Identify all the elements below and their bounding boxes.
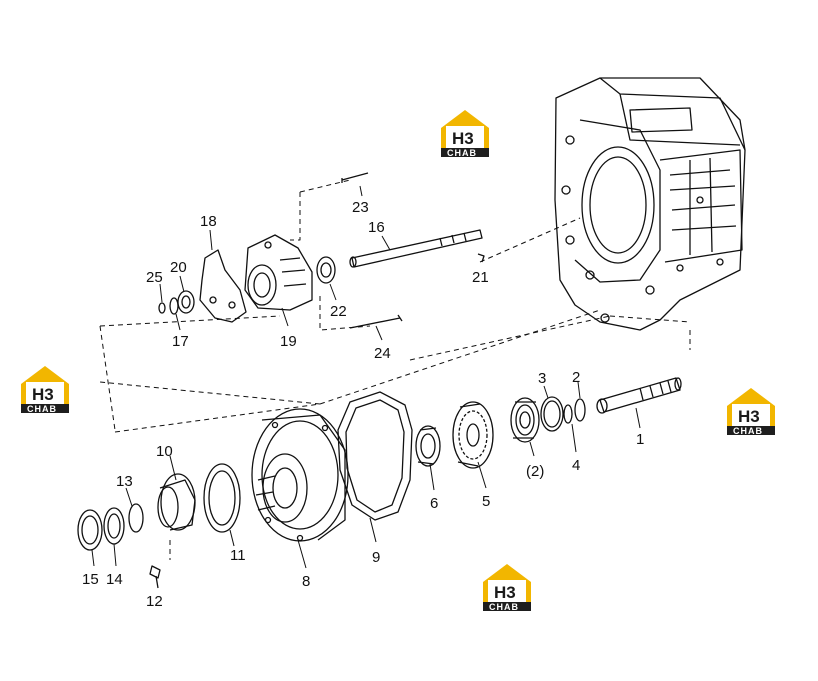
label-23: 23	[352, 199, 369, 216]
label-24: 24	[374, 345, 391, 362]
part-6-bearing	[415, 425, 441, 467]
label-12: 12	[146, 593, 163, 610]
label-2: 2	[572, 369, 580, 386]
svg-text:H3: H3	[32, 385, 54, 404]
label-25: 25	[146, 269, 163, 286]
part-21-pin	[477, 253, 485, 263]
label-18: 18	[200, 213, 217, 230]
part-23-bolt	[341, 172, 369, 183]
part-10-flange	[157, 473, 196, 531]
part-8-cover	[251, 408, 349, 542]
label-19: 19	[280, 333, 297, 350]
label-4: 4	[572, 457, 580, 474]
brand-logo-watermark: H3 CHAB	[18, 362, 72, 414]
part-2b-bearing	[510, 397, 540, 443]
label-17: 17	[172, 333, 189, 350]
svg-text:H3: H3	[738, 407, 760, 426]
label-20: 20	[170, 259, 187, 276]
part-9-gasket	[337, 391, 413, 521]
label-15: 15	[82, 571, 99, 588]
part-5-gear	[452, 401, 494, 469]
label-22: 22	[330, 303, 347, 320]
label-9: 9	[372, 549, 380, 566]
assembly-guide-lines	[99, 179, 691, 560]
part-11-gasket	[203, 463, 241, 533]
part-labels: 1 2 (2) 3 4 5 6 8 9 10 11 12 13 14 15 16…	[82, 199, 644, 610]
part-22-bearing	[316, 256, 336, 284]
part-2-snap-ring	[574, 398, 586, 422]
svg-text:H3: H3	[452, 129, 474, 148]
part-1-shaft	[596, 377, 682, 414]
brand-logo-watermark: H3 CHAB	[480, 560, 534, 612]
part-14-seal	[103, 507, 125, 545]
part-16-shaft	[349, 229, 483, 268]
label-16: 16	[368, 219, 385, 236]
svg-text:CHAB: CHAB	[489, 602, 519, 612]
part-18-plate	[199, 249, 247, 323]
label-6: 6	[430, 495, 438, 512]
label-21: 21	[472, 269, 489, 286]
part-4-snap-ring	[563, 404, 573, 424]
label-14: 14	[106, 571, 123, 588]
svg-text:CHAB: CHAB	[447, 148, 477, 158]
label-11: 11	[230, 547, 246, 564]
part-20-bearing	[177, 290, 195, 314]
svg-text:CHAB: CHAB	[27, 404, 57, 414]
brand-logo-watermark: H3 CHAB	[724, 384, 778, 436]
brand-logo-watermark: H3 CHAB	[438, 106, 492, 158]
part-25-washer	[158, 302, 166, 314]
part-17-ring	[169, 297, 179, 315]
part-13-ring	[128, 503, 144, 533]
label-10: 10	[156, 443, 173, 460]
label-3: 3	[538, 370, 546, 387]
label-13: 13	[116, 473, 133, 490]
label-2b: (2)	[526, 463, 544, 480]
transmission-housing	[554, 77, 746, 331]
label-1: 1	[636, 431, 644, 448]
label-5: 5	[482, 493, 490, 510]
svg-text:H3: H3	[494, 583, 516, 602]
leader-lines	[91, 185, 641, 569]
label-8: 8	[302, 573, 310, 590]
part-24-bolt	[349, 314, 403, 329]
part-19-housing	[244, 234, 313, 311]
part-15-seal	[77, 509, 103, 551]
svg-text:CHAB: CHAB	[733, 426, 763, 436]
part-12-bolt	[149, 565, 161, 589]
part-3-ring	[540, 396, 564, 432]
